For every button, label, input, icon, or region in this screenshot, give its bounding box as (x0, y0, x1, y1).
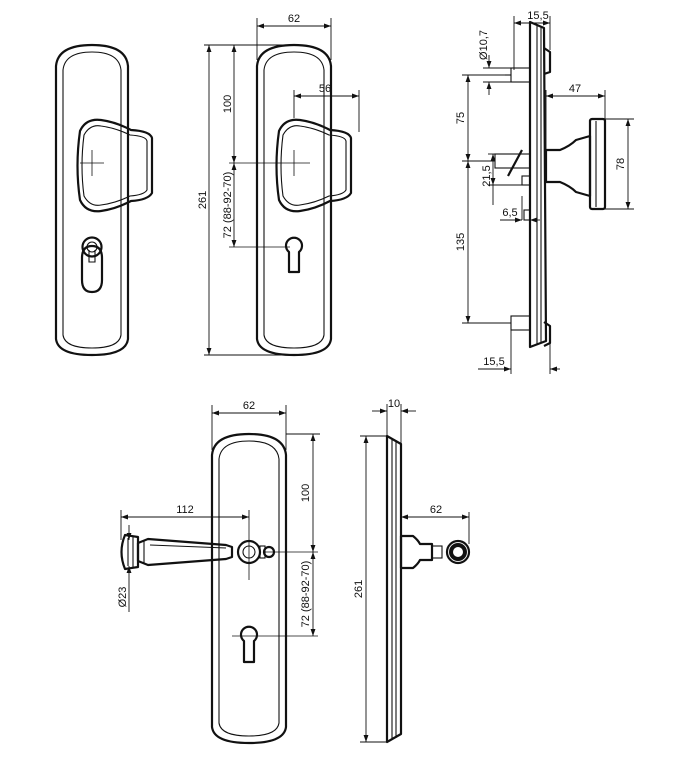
dim-total-label: 261 (353, 580, 365, 598)
dim-upper-label: 100 (300, 484, 312, 502)
dim-upper-label: 100 (222, 95, 234, 113)
dim-distance-label: 72 (88-92-70) (222, 172, 234, 239)
dim-lever-label: 112 (176, 504, 194, 516)
lever-end-cap (120, 533, 140, 571)
dim-distance-label: 72 (88-92-70) (300, 561, 312, 628)
dim-projection-label: 62 (430, 504, 442, 516)
backplate-inner-outline (263, 51, 325, 349)
backplate-profile (385, 434, 403, 744)
knob-outline (275, 118, 353, 213)
cylinder-rose (81, 236, 103, 258)
dim-width-label: 62 (243, 400, 255, 412)
keyhole-cutout (239, 625, 259, 664)
cylinder-cutout (80, 244, 104, 294)
dim-knob-dia-label: 78 (615, 158, 627, 170)
backplate-profile (528, 20, 548, 349)
dim-top-label: 10 (388, 398, 400, 410)
dim-width-label: 62 (288, 13, 300, 25)
knob-front-view: 62 56 261 100 72 (88-92-70) (197, 13, 360, 357)
keyhole-cutout (284, 236, 304, 274)
dim-spindle-label: Ø10,7 (478, 30, 490, 60)
lever-neck (399, 534, 434, 570)
dim-bottom-label: 15,5 (483, 356, 504, 368)
dim-total-label: 261 (197, 191, 209, 209)
knob-inner-outline (280, 125, 347, 206)
dim-projection-label: 47 (569, 83, 581, 95)
lever-end-ring (445, 539, 471, 565)
knob-outline (76, 118, 154, 213)
dim-rose-label: Ø23 (117, 587, 129, 608)
backplate-outline (54, 43, 130, 357)
backplate-inner-outline (218, 440, 280, 737)
dim-top-label: 15,5 (527, 10, 548, 22)
backplate-inner-outline (62, 51, 122, 349)
backplate-outline (210, 432, 288, 745)
lever-handle (136, 537, 234, 567)
knob-backplate-front-view (54, 43, 154, 357)
lever-side-view: 10 261 62 (353, 398, 471, 744)
knob-neck (544, 134, 592, 198)
dim-knob-label: 56 (319, 83, 331, 95)
knob-side-view: 15,5 Ø10,7 75 47 78 21,5 6,5 (455, 10, 634, 374)
knob-inner-outline (81, 125, 148, 206)
dim-middle-label: 21,5 (481, 165, 493, 186)
lever-front-view: 62 112 100 72 (88-92-70) Ø23 (117, 400, 320, 745)
knob-head (588, 117, 607, 211)
dim-upper-label: 75 (455, 112, 467, 124)
backplate-outline (255, 43, 333, 357)
dim-small-label: 6,5 (502, 207, 517, 219)
dim-lower-label: 135 (455, 233, 467, 251)
